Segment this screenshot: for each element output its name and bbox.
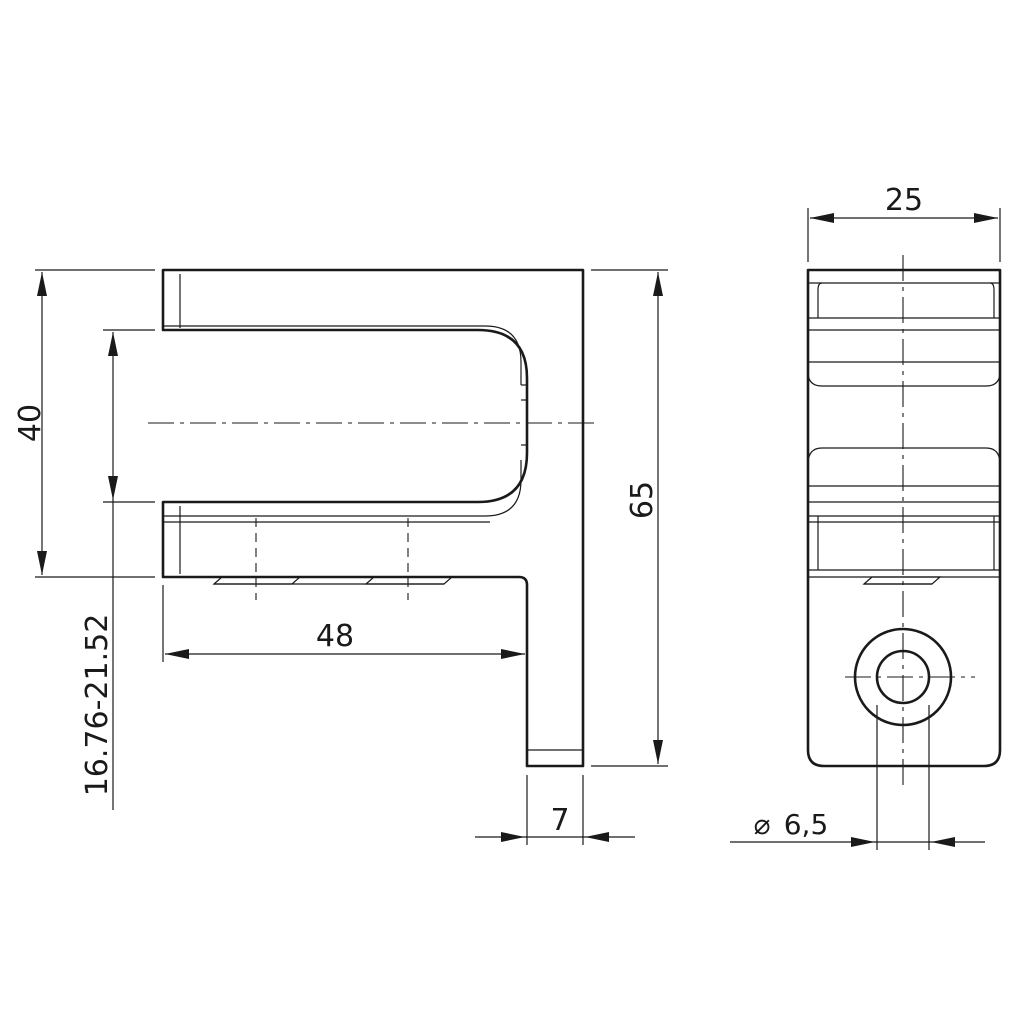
front-middle-slot: [807, 447, 1001, 465]
dim-25-arrow-right: [974, 213, 998, 223]
dim-48-arrow-right: [501, 649, 525, 659]
dim-40-arrow-bottom: [37, 551, 47, 575]
front-view: [806, 255, 1002, 790]
front-upper-slot: [807, 361, 1001, 387]
lower-flange-inner-curve: [163, 460, 522, 517]
dim-65-arrow-bottom: [653, 740, 663, 764]
side-view: [148, 268, 600, 768]
dim-65-arrow-top: [653, 272, 663, 296]
dim-hole-label: 6,5: [784, 808, 829, 841]
front-lower-block: [817, 516, 995, 570]
dim-40-label: 40: [13, 404, 48, 442]
dim-clamp-arrow-bottom: [108, 476, 118, 500]
dim-48-label: 48: [316, 619, 354, 654]
dim-clamp-label: 16.76-21.52: [80, 614, 115, 797]
dim-hole-symbol: ⌀: [754, 808, 771, 841]
top-flange-inner: [163, 325, 522, 385]
dim-7-arrow-right: [585, 832, 609, 842]
side-view-outline: [161, 268, 585, 768]
dim-7-label: 7: [550, 803, 569, 838]
dim-clamp-arrow-top: [108, 332, 118, 356]
side-view-dimensions: 40 16.76-21.52 48 65 7: [13, 269, 668, 845]
dim-hole-arrow-left: [851, 837, 875, 847]
dim-25-arrow-left: [810, 213, 834, 223]
dim-25-label: 25: [885, 183, 923, 218]
front-view-dimensions: 25 ⌀ 6,5: [730, 183, 1001, 850]
front-top-block: [817, 282, 995, 318]
dim-7-arrow-left: [501, 832, 525, 842]
dim-40-arrow-top: [37, 272, 47, 296]
dim-hole-arrow-right: [931, 837, 955, 847]
dim-48-arrow-left: [165, 649, 189, 659]
dim-65-label: 65: [625, 481, 660, 519]
front-view-outline: [806, 268, 1002, 768]
front-nut: [862, 576, 942, 585]
